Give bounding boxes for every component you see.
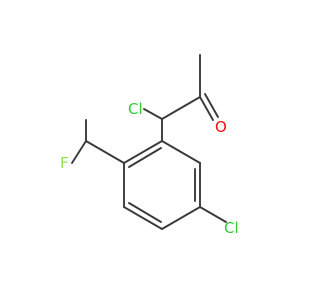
ring-bond <box>128 202 162 223</box>
ring-bond <box>123 140 163 164</box>
atom-labels: Cl O F Cl <box>60 100 239 237</box>
bond-ch-to-carbonyl <box>161 96 201 120</box>
molecule-structure: Cl O F Cl <box>60 54 239 237</box>
bond-ring-to-ch2 <box>85 140 125 164</box>
fluorine-label: F <box>60 154 69 172</box>
ring-bond <box>123 206 163 230</box>
bond-ch-to-cl <box>143 108 163 120</box>
bonds <box>71 54 227 230</box>
ring-bond <box>128 147 162 168</box>
ring-bond <box>161 206 201 230</box>
bond-ch2-to-f <box>71 140 87 164</box>
chlorine-alpha-label: Cl <box>128 100 143 118</box>
bond-carbonyl-double-o <box>199 96 214 121</box>
oxygen-label: O <box>215 118 227 136</box>
chlorine-ring-label: Cl <box>224 219 239 237</box>
bond-carbonyl-double-o <box>204 93 219 118</box>
bond-ring-to-cl <box>199 206 227 223</box>
ring-bond <box>161 140 201 164</box>
